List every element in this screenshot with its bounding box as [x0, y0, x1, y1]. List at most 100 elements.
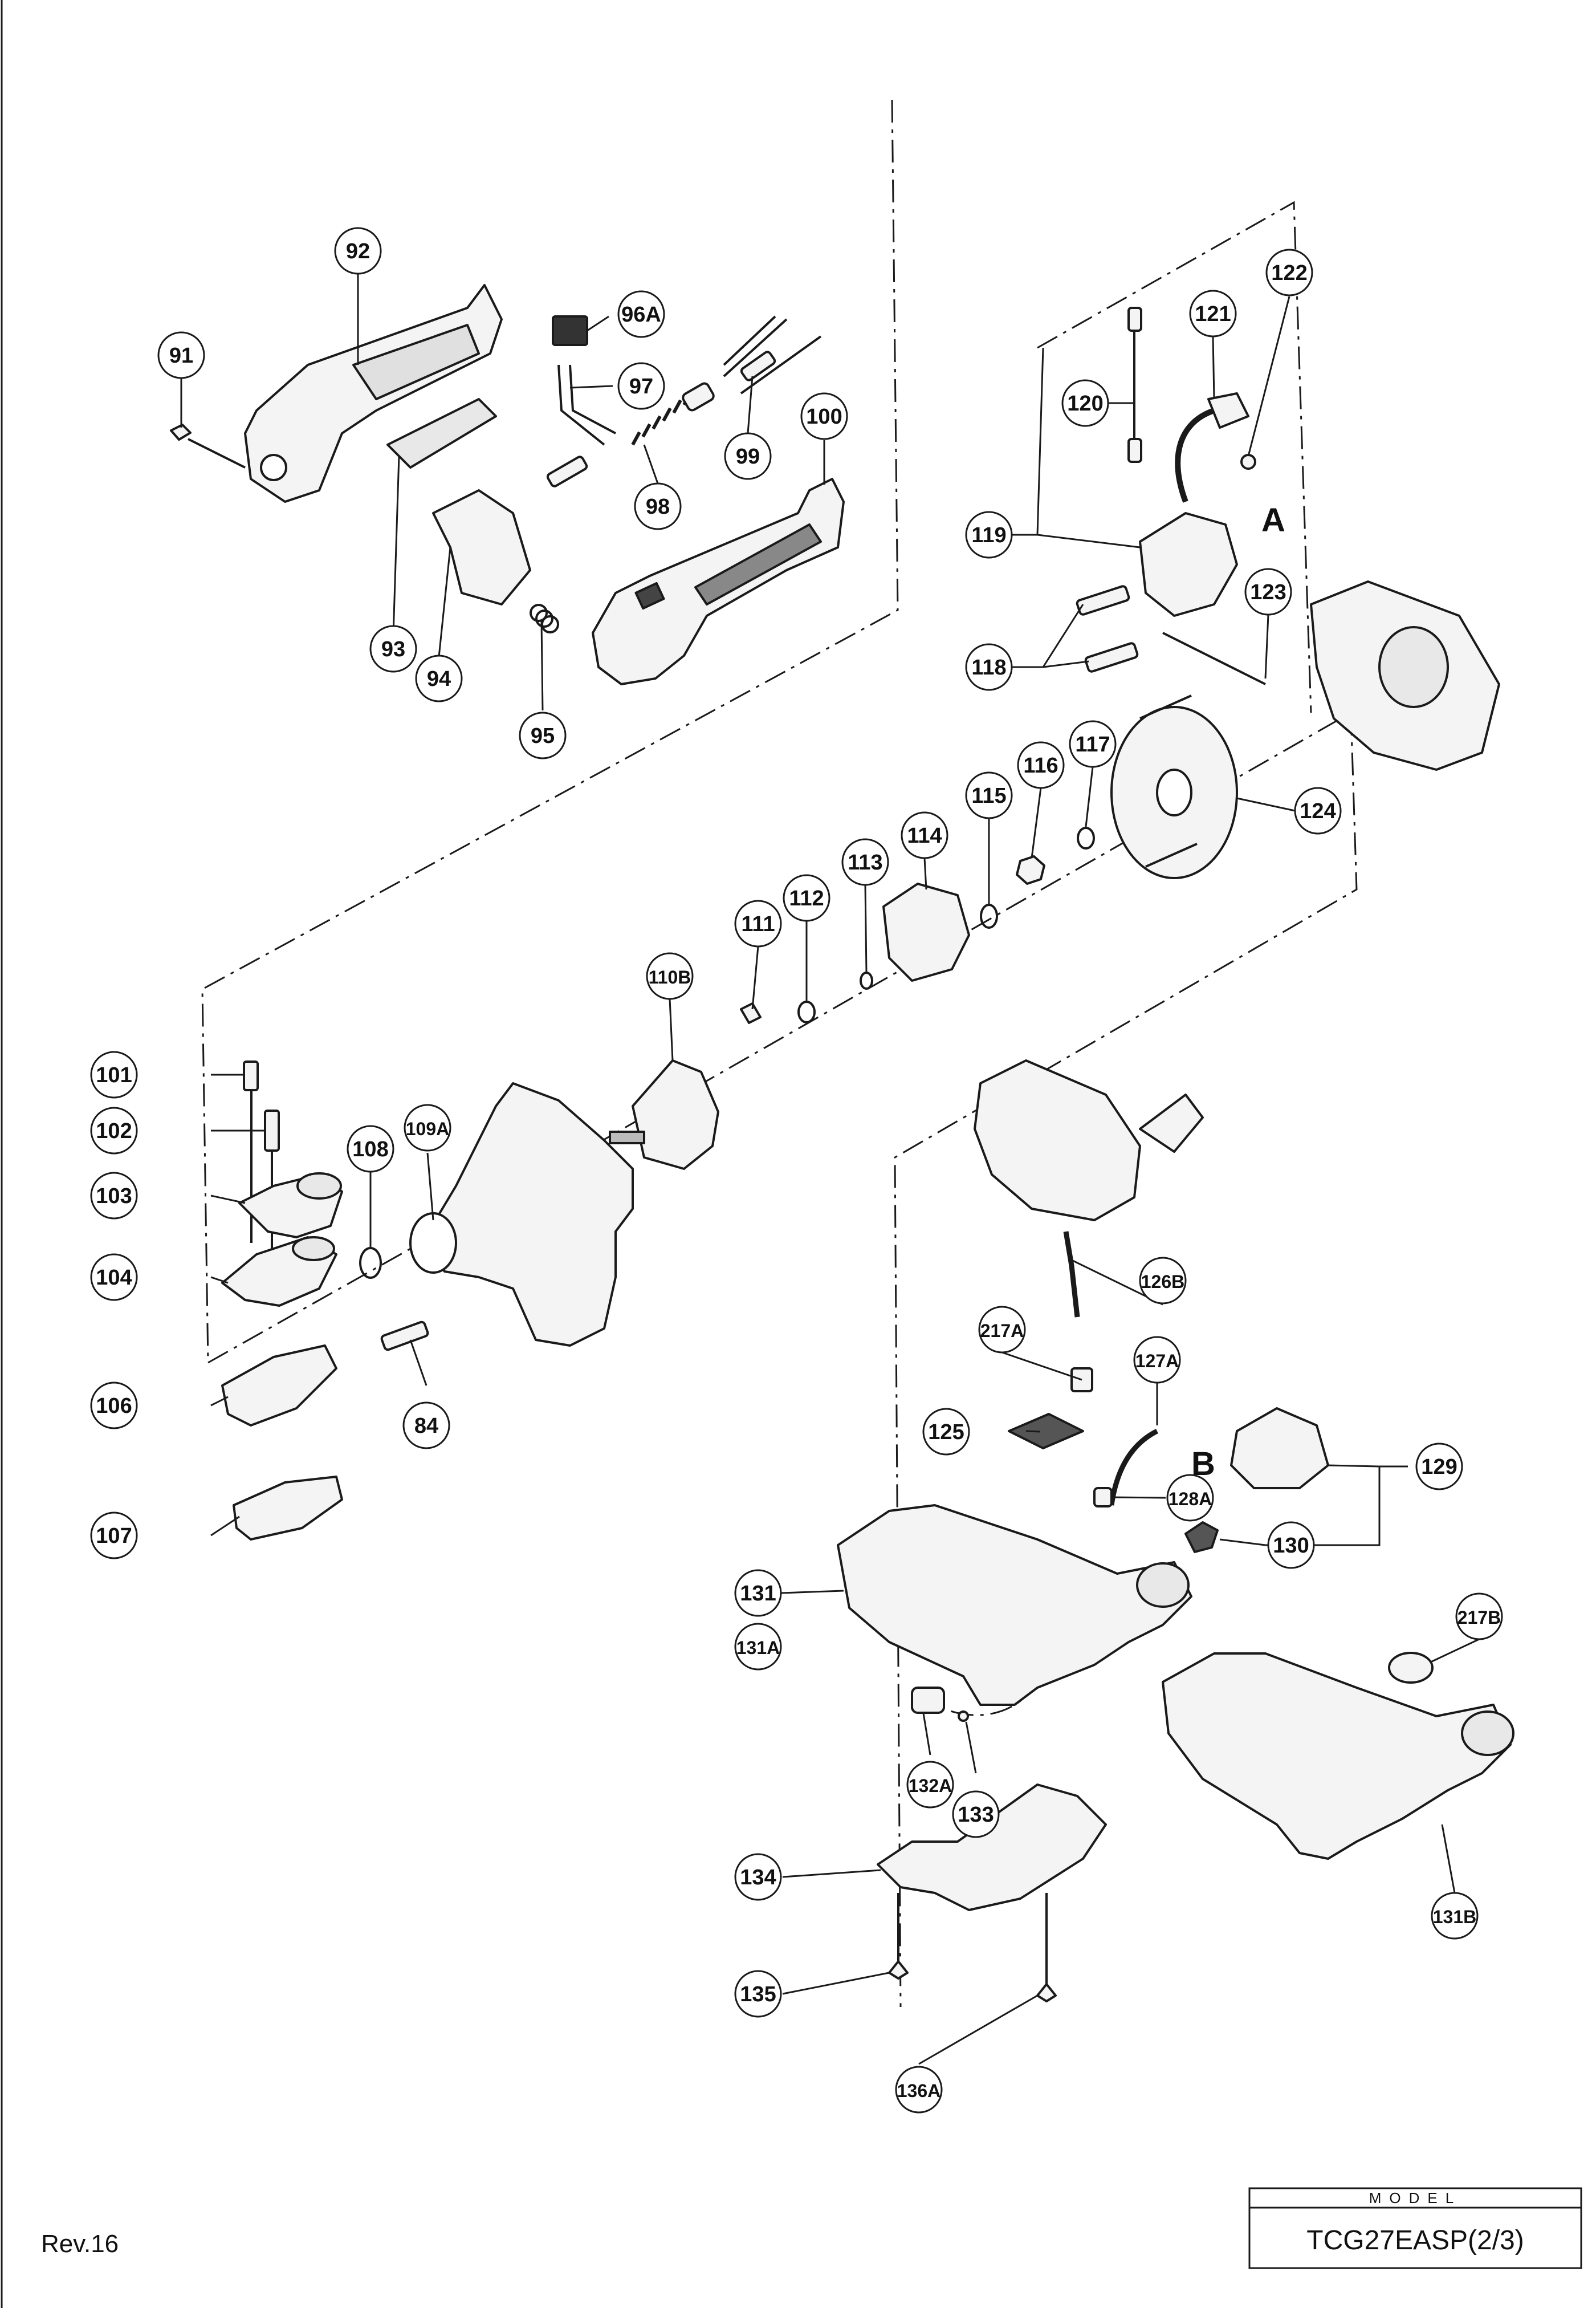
part-131B-fuel-tank-alt [1162, 1652, 1512, 1860]
part-99-cables [723, 315, 822, 395]
part-113-washer [860, 972, 873, 990]
part-engine-housing-lower [974, 1059, 1141, 1221]
callout-84: 84 [402, 1401, 450, 1449]
part-134-tank-bracket [877, 1783, 1107, 1911]
callout-bubble [1415, 1442, 1463, 1490]
part-98-spring-rod [546, 382, 715, 487]
part-117-washer [1077, 827, 1095, 850]
part-131-fuel-tank [837, 1504, 1192, 1706]
callout-135: 135 [734, 1970, 782, 2018]
callout-bubble [519, 712, 567, 759]
callout-label: 101 [96, 1063, 132, 1087]
callout-label: 121 [1195, 302, 1231, 326]
part-116-nut [1016, 855, 1045, 885]
part-95-spring [530, 604, 559, 633]
callout-label: 107 [96, 1524, 132, 1548]
callout-126B: 126B [1139, 1257, 1187, 1305]
callout-layer: 919293949596A979899100101102103104106107… [90, 227, 1503, 2114]
callout-bubble [1061, 379, 1109, 427]
part-217B-cap [1388, 1652, 1434, 1684]
part-129-fuel-cap [1230, 1407, 1329, 1489]
part-107-shell [233, 1476, 343, 1541]
callout-113: 113 [841, 838, 889, 886]
callout-121: 121 [1189, 290, 1237, 338]
part-84-bolt [380, 1320, 429, 1351]
callout-label: 129 [1421, 1455, 1457, 1479]
callout-label: 111 [741, 912, 775, 936]
callout-bubble [734, 1853, 782, 1901]
callout-bubble [734, 1970, 782, 2018]
callout-bubble [1069, 720, 1117, 768]
callout-108: 108 [347, 1125, 394, 1173]
callout-96A: 96A [617, 290, 665, 338]
callout-bubble [1431, 1892, 1479, 1940]
callout-bubble [90, 1253, 138, 1301]
callout-label: 97 [629, 375, 653, 399]
callout-bubble [1265, 249, 1313, 296]
callout-label: 95 [531, 724, 555, 748]
callout-label: 217B [1457, 1607, 1501, 1628]
callout-217B: 217B [1455, 1592, 1503, 1640]
part-102-bolt [264, 1110, 280, 1152]
callout-label: 93 [381, 637, 405, 661]
callout-120: 120 [1061, 379, 1109, 427]
callout-125: 125 [922, 1408, 970, 1456]
callout-label: 128A [1168, 1489, 1212, 1509]
part-96A-switch [552, 315, 588, 346]
callout-bubble [634, 482, 682, 530]
part-130-fuel-filter [1184, 1521, 1219, 1553]
callout-label: 131 [740, 1582, 776, 1606]
part-92-inner [352, 324, 480, 400]
callout-bubble [952, 1790, 1000, 1838]
callout-bubble [1133, 1336, 1181, 1384]
callout-112: 112 [783, 874, 830, 922]
part-109A-clutch-housing [421, 1082, 634, 1347]
callout-111: 111 [734, 900, 782, 948]
callout-bubble [402, 1401, 450, 1449]
callout-label: 110B [649, 967, 691, 988]
callout-132A: 132A [906, 1761, 954, 1809]
callout-bubble [90, 1381, 138, 1429]
callout-bubble [906, 1761, 954, 1809]
callout-bubble [800, 392, 848, 440]
part-111-bolt [740, 1002, 762, 1024]
callout-label: 217A [980, 1320, 1024, 1341]
callout-134: 134 [734, 1853, 782, 1901]
callout-130: 130 [1267, 1521, 1315, 1569]
part-108-ring [359, 1247, 382, 1279]
callout-bubble [783, 874, 830, 922]
callout-bubble [734, 900, 782, 948]
callout-102: 102 [90, 1107, 138, 1155]
callout-bubble [90, 1511, 138, 1559]
callout-bubble [1017, 741, 1065, 789]
callout-117: 117 [1069, 720, 1117, 768]
callout-136A: 136A [895, 2066, 943, 2114]
callout-bubble [965, 511, 1013, 559]
callout-bubble [734, 1569, 782, 1617]
callout-bubble [369, 625, 417, 673]
callout-label: 118 [971, 656, 1006, 680]
part-125-grommet [1008, 1413, 1084, 1449]
callout-107: 107 [90, 1511, 138, 1559]
callout-label: 96A [621, 303, 661, 327]
callout-label: 123 [1250, 580, 1286, 604]
callout-label: 130 [1273, 1534, 1309, 1558]
callout-label: 131B [1433, 1907, 1477, 1927]
callout-bubble [724, 432, 772, 480]
callout-131A: 131A [734, 1623, 782, 1671]
callout-label: 92 [346, 239, 370, 263]
callout-bubble [1189, 290, 1237, 338]
callout-bubble [965, 771, 1013, 819]
callout-bubble [1455, 1592, 1503, 1640]
callout-118: 118 [965, 643, 1013, 691]
part-112-washer [797, 1001, 816, 1023]
callout-bubble [901, 811, 948, 859]
callout-131: 131 [734, 1569, 782, 1617]
callout-97: 97 [617, 362, 665, 410]
part-133-nut [958, 1710, 969, 1722]
callout-bubble [617, 290, 665, 338]
callout-label: 109A [406, 1119, 450, 1139]
callout-bubble [415, 655, 463, 702]
callout-91: 91 [157, 331, 205, 379]
marker-a: A [1261, 502, 1285, 539]
